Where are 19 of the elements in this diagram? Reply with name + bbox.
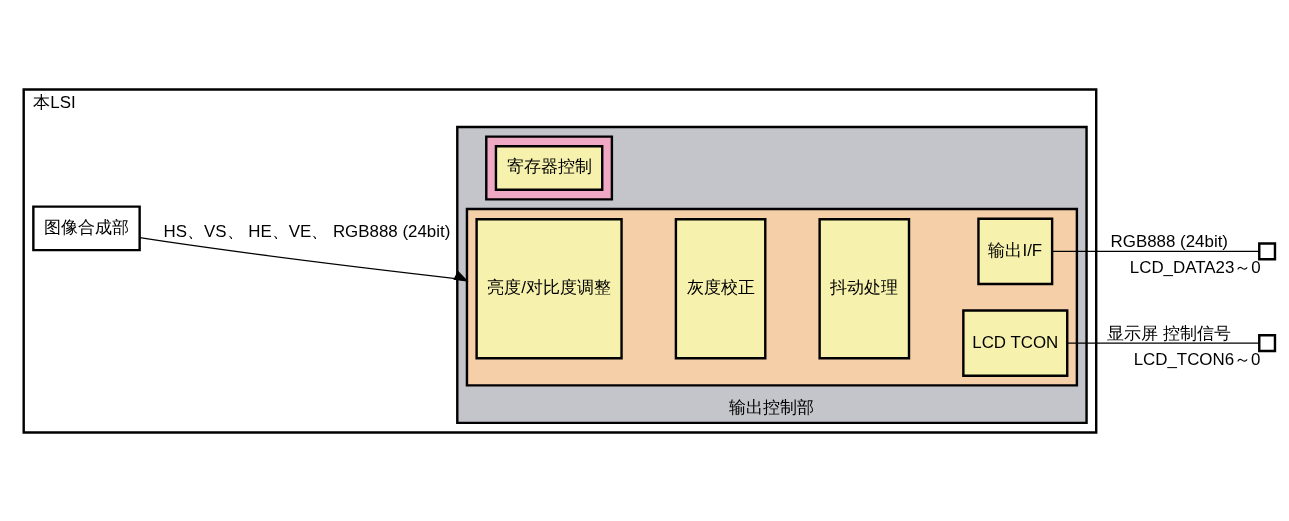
node-box: 亮度/对比度调整 [475,217,623,359]
node-box: 灰度校正 [674,217,767,359]
node-box [1258,333,1277,352]
connector [1051,250,1260,252]
node-box [1258,241,1277,260]
node-box: LCD TCON [962,308,1069,377]
cluster [485,134,614,201]
arrow [139,236,469,282]
edge-label: HS、VS、 HE、VE、 RGB888 (24bit) [163,221,451,241]
node-label: LCD_TCON6～0 [1133,349,1261,369]
edge-label: RGB888 (24bit) [1110,231,1228,251]
node-box: 图像合成部 [32,204,141,251]
cluster [465,207,1079,387]
connector [1066,342,1260,344]
node-box: 输出I/F [977,217,1054,285]
node-box: 抖动处理 [818,217,911,359]
node-label: LCD_DATA23～0 [1129,257,1261,277]
node-box: 寄存器控制 [494,144,604,191]
edge-label: 显示屏 控制信号 [1107,323,1232,343]
